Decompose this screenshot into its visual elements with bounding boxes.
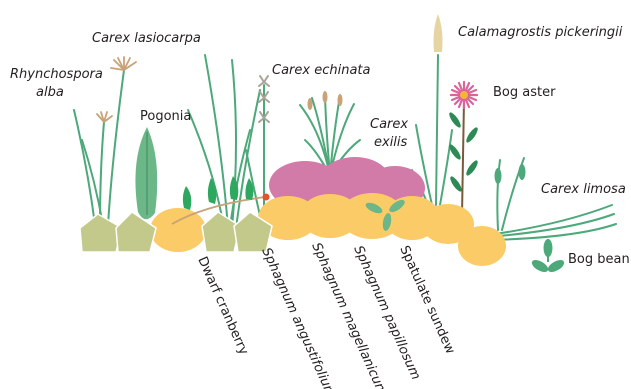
calamagrostis-stem bbox=[436, 55, 438, 205]
label-carex-lasiocarpa: Carex lasiocarpa bbox=[92, 31, 201, 46]
bog-bean bbox=[530, 239, 566, 274]
label-bog-bean: Bog bean bbox=[568, 252, 630, 267]
limosa-spike-2 bbox=[519, 164, 526, 180]
pogonia-leaf bbox=[135, 127, 157, 219]
label-carex-limosa: Carex limosa bbox=[541, 182, 626, 197]
rhynchospora-flower-top bbox=[111, 57, 136, 70]
lasiocarpa-leaf-1 bbox=[205, 55, 228, 228]
limosa-leaf-2 bbox=[488, 214, 614, 237]
label-pogonia: Pogonia bbox=[140, 109, 191, 124]
rhynchospora-flowers bbox=[97, 57, 136, 122]
label-rhynchospora-line2: alba bbox=[36, 85, 64, 100]
aster-leaf-4 bbox=[464, 159, 479, 177]
exilis-spike-3 bbox=[338, 94, 343, 106]
orange-lobe-1 bbox=[150, 208, 206, 252]
bog-bean-leaves bbox=[530, 239, 566, 274]
label-calamagrostis: Calamagrostis pickeringii bbox=[458, 25, 623, 40]
exilis-spike-2 bbox=[323, 91, 328, 103]
aster-leaf-1 bbox=[447, 111, 462, 129]
label-carex-exilis-line1: Carex bbox=[370, 117, 408, 132]
label-dwarf-cranberry: Dwarf cranberry bbox=[194, 255, 251, 358]
calamagrostis-plume bbox=[434, 14, 443, 52]
limosa-spike-1 bbox=[495, 168, 502, 184]
exilis-spike-1 bbox=[308, 98, 313, 110]
cranberry-leaf-2 bbox=[208, 178, 216, 204]
rhynchospora-flower-low bbox=[97, 112, 112, 122]
bog-aster-stem bbox=[462, 100, 464, 215]
pogonia bbox=[135, 127, 157, 219]
bog-aster-center bbox=[460, 91, 468, 99]
label-bog-aster: Bog aster bbox=[493, 85, 556, 100]
label-carex-echinata: Carex echinata bbox=[272, 63, 371, 78]
aster-leaf-2 bbox=[464, 126, 479, 144]
rhynchospora-leaf bbox=[74, 110, 95, 225]
label-carex-exilis-line2: exilis bbox=[374, 135, 408, 150]
cranberry-berry bbox=[263, 194, 270, 201]
rhynchospora-stem bbox=[108, 70, 124, 225]
calamagrostis-leaf-2 bbox=[440, 130, 452, 205]
aster-leaf-5 bbox=[448, 175, 463, 193]
label-rhynchospora-line1: Rhynchospora bbox=[10, 67, 103, 82]
orange-lobe-7 bbox=[458, 226, 506, 266]
cranberry-leaf-1 bbox=[183, 186, 191, 210]
bog-bean-leaf-1 bbox=[544, 239, 553, 257]
green-pentagon-2 bbox=[116, 212, 156, 252]
